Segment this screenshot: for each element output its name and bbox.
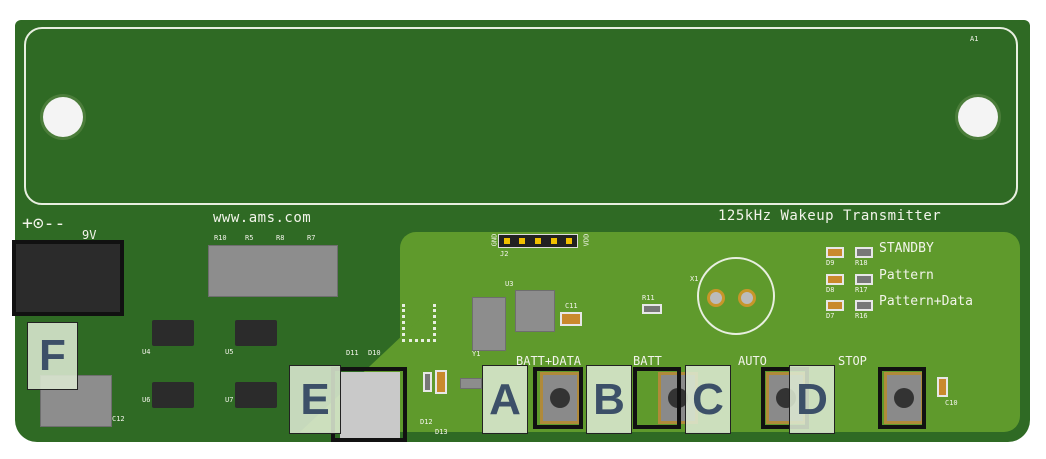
led-d9 [826, 247, 844, 258]
ref-u4: U4 [142, 348, 151, 356]
ref-y1: Y1 [472, 350, 481, 358]
button-batt-data[interactable] [540, 372, 580, 424]
silk-auto: AUTO [738, 354, 767, 368]
ref-r18: R18 [855, 259, 868, 267]
ic-u4 [152, 320, 194, 346]
silk-batt: BATT [633, 354, 662, 368]
resistor-array [208, 245, 338, 297]
ref-d12: D12 [420, 418, 433, 426]
button-b-highlight [633, 367, 681, 429]
led-d7 [826, 300, 844, 311]
coil-x1-outline [697, 257, 775, 335]
ref-d10: D10 [368, 349, 381, 357]
usb-connector [340, 372, 400, 438]
ref-d8: D8 [826, 286, 835, 294]
led-label-pattern: Pattern [879, 268, 934, 283]
button-cap-icon [550, 388, 570, 408]
ic-u7 [235, 382, 277, 408]
capacitor-c1 [435, 370, 447, 394]
ref-r17: R17 [855, 286, 868, 294]
ref-r7: R7 [307, 234, 316, 242]
mcu-u3 [515, 290, 555, 332]
header-j2 [498, 234, 578, 248]
board-title: 125kHz Wakeup Transmitter [718, 208, 942, 224]
button-stop[interactable] [884, 372, 924, 424]
capacitor-c10 [937, 377, 948, 397]
led-label-standby: STANDBY [879, 241, 934, 256]
gnd-label: GND [490, 233, 499, 247]
mounting-hole-right [958, 97, 998, 137]
power-jack [15, 244, 121, 312]
power-polarity-icon: +⊙-- [22, 213, 66, 234]
antenna-ref: A1 [970, 35, 979, 43]
usb-highlight [331, 367, 407, 442]
capacitor-c11 [560, 312, 582, 326]
ref-d11: D11 [346, 349, 359, 357]
antenna-area [24, 27, 1018, 205]
diode-d1 [460, 378, 482, 389]
resistor-r17 [855, 274, 873, 285]
crystal-y1 [472, 297, 506, 351]
ref-c10: C10 [945, 399, 958, 407]
resistor-r16 [855, 300, 873, 311]
power-jack-highlight [12, 240, 124, 316]
button-d-highlight [878, 367, 926, 429]
ref-d7: D7 [826, 312, 835, 320]
ref-u3: U3 [505, 280, 514, 288]
website-text: www.ams.com [213, 210, 312, 226]
ref-c11: C11 [565, 302, 578, 310]
button-a-highlight [533, 367, 583, 429]
vdd-label: VDD [582, 233, 591, 247]
ic-u6 [152, 382, 194, 408]
silk-stop: STOP [838, 354, 867, 368]
mounting-hole-left [43, 97, 83, 137]
ref-r16: R16 [855, 312, 868, 320]
ref-u6: U6 [142, 396, 151, 404]
ref-u5: U5 [225, 348, 234, 356]
resistor-r1 [423, 372, 432, 392]
callout-a: A [482, 365, 528, 434]
ic-u5 [235, 320, 277, 346]
ref-x1: X1 [690, 275, 699, 283]
button-cap-icon [894, 388, 914, 408]
callout-f: F [27, 322, 78, 390]
ref-d13: D13 [435, 428, 448, 436]
resistor-r11 [642, 304, 662, 314]
power-label: 9V [82, 228, 97, 242]
ref-c6: C12 [112, 415, 125, 423]
resistor-r18 [855, 247, 873, 258]
coil-pad-1 [707, 289, 725, 307]
ref-j2: J2 [500, 250, 509, 258]
ref-r11: R11 [642, 294, 655, 302]
led-d8 [826, 274, 844, 285]
silk-batt-data: BATT+DATA [516, 354, 582, 368]
ref-r5: R5 [245, 234, 254, 242]
callout-c: C [685, 365, 731, 434]
ref-r10: R10 [214, 234, 227, 242]
ref-d9: D9 [826, 259, 835, 267]
ref-u7: U7 [225, 396, 234, 404]
callout-e: E [289, 365, 341, 434]
ams-logo [402, 304, 436, 342]
led-label-pattern-data: Pattern+Data [879, 294, 973, 309]
ref-r8: R8 [276, 234, 285, 242]
callout-d: D [789, 365, 835, 434]
coil-pad-2 [738, 289, 756, 307]
callout-b: B [586, 365, 632, 434]
